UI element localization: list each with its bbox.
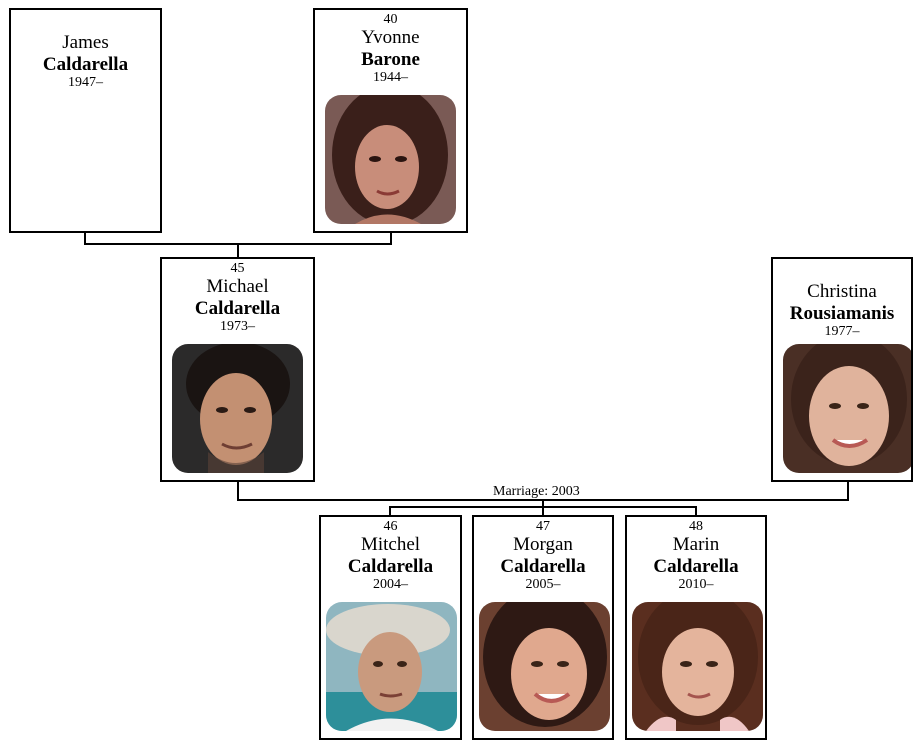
person-number: 47	[536, 519, 550, 534]
person-card-yvonne[interactable]: 40 Yvonne Barone 1944–	[313, 8, 468, 233]
person-card-christina[interactable]: Christina Rousiamanis 1977–	[771, 257, 913, 482]
person-last-name: Barone	[361, 49, 420, 70]
person-last-name: Caldarella	[194, 298, 281, 319]
person-years: 2005–	[525, 577, 561, 592]
person-card-marin[interactable]: 48 Marin Caldarella 2010–	[625, 515, 767, 740]
person-number: 48	[689, 519, 703, 534]
person-card-michael[interactable]: 45 Michael Caldarella 1973–	[160, 257, 315, 482]
person-last-name: Caldarella	[653, 556, 739, 577]
person-number: 45	[230, 261, 245, 276]
person-first-name: Morgan	[513, 534, 573, 555]
person-number	[11, 13, 160, 32]
portrait-photo	[632, 602, 763, 731]
person-first-name: Christina	[807, 281, 877, 302]
person-number: 46	[383, 519, 398, 534]
person-first-name: Marin	[672, 534, 720, 555]
person-card-james[interactable]: James Caldarella 1947–	[9, 8, 162, 233]
person-first-name: Yvonne	[361, 27, 420, 48]
marriage-label: Marriage: 2003	[491, 484, 582, 499]
portrait-photo	[172, 344, 303, 473]
person-first-name: Mitchel	[360, 534, 421, 555]
person-first-name: James	[62, 32, 109, 53]
person-last-name: Rousiamanis	[789, 303, 895, 324]
person-years: 2004–	[373, 577, 408, 592]
person-years: 1977–	[824, 324, 860, 339]
person-years: 2010–	[678, 577, 714, 592]
person-years: 1947–	[68, 75, 103, 90]
person-first-name: Michael	[206, 276, 269, 297]
person-card-mitchel[interactable]: 46 Mitchel Caldarella 2004–	[319, 515, 462, 740]
person-last-name: Caldarella	[500, 556, 586, 577]
portrait-photo	[325, 95, 456, 224]
person-card-morgan[interactable]: 47 Morgan Caldarella 2005–	[472, 515, 614, 740]
person-last-name: Caldarella	[347, 556, 434, 577]
parents-connector	[84, 232, 392, 245]
person-number	[773, 262, 911, 281]
person-last-name: Caldarella	[42, 54, 129, 75]
portrait-photo	[783, 344, 911, 473]
person-years: 1973–	[220, 319, 255, 334]
person-number: 40	[383, 12, 398, 27]
person-years: 1944–	[373, 70, 408, 85]
portrait-photo	[326, 602, 457, 731]
portrait-photo	[479, 602, 610, 731]
